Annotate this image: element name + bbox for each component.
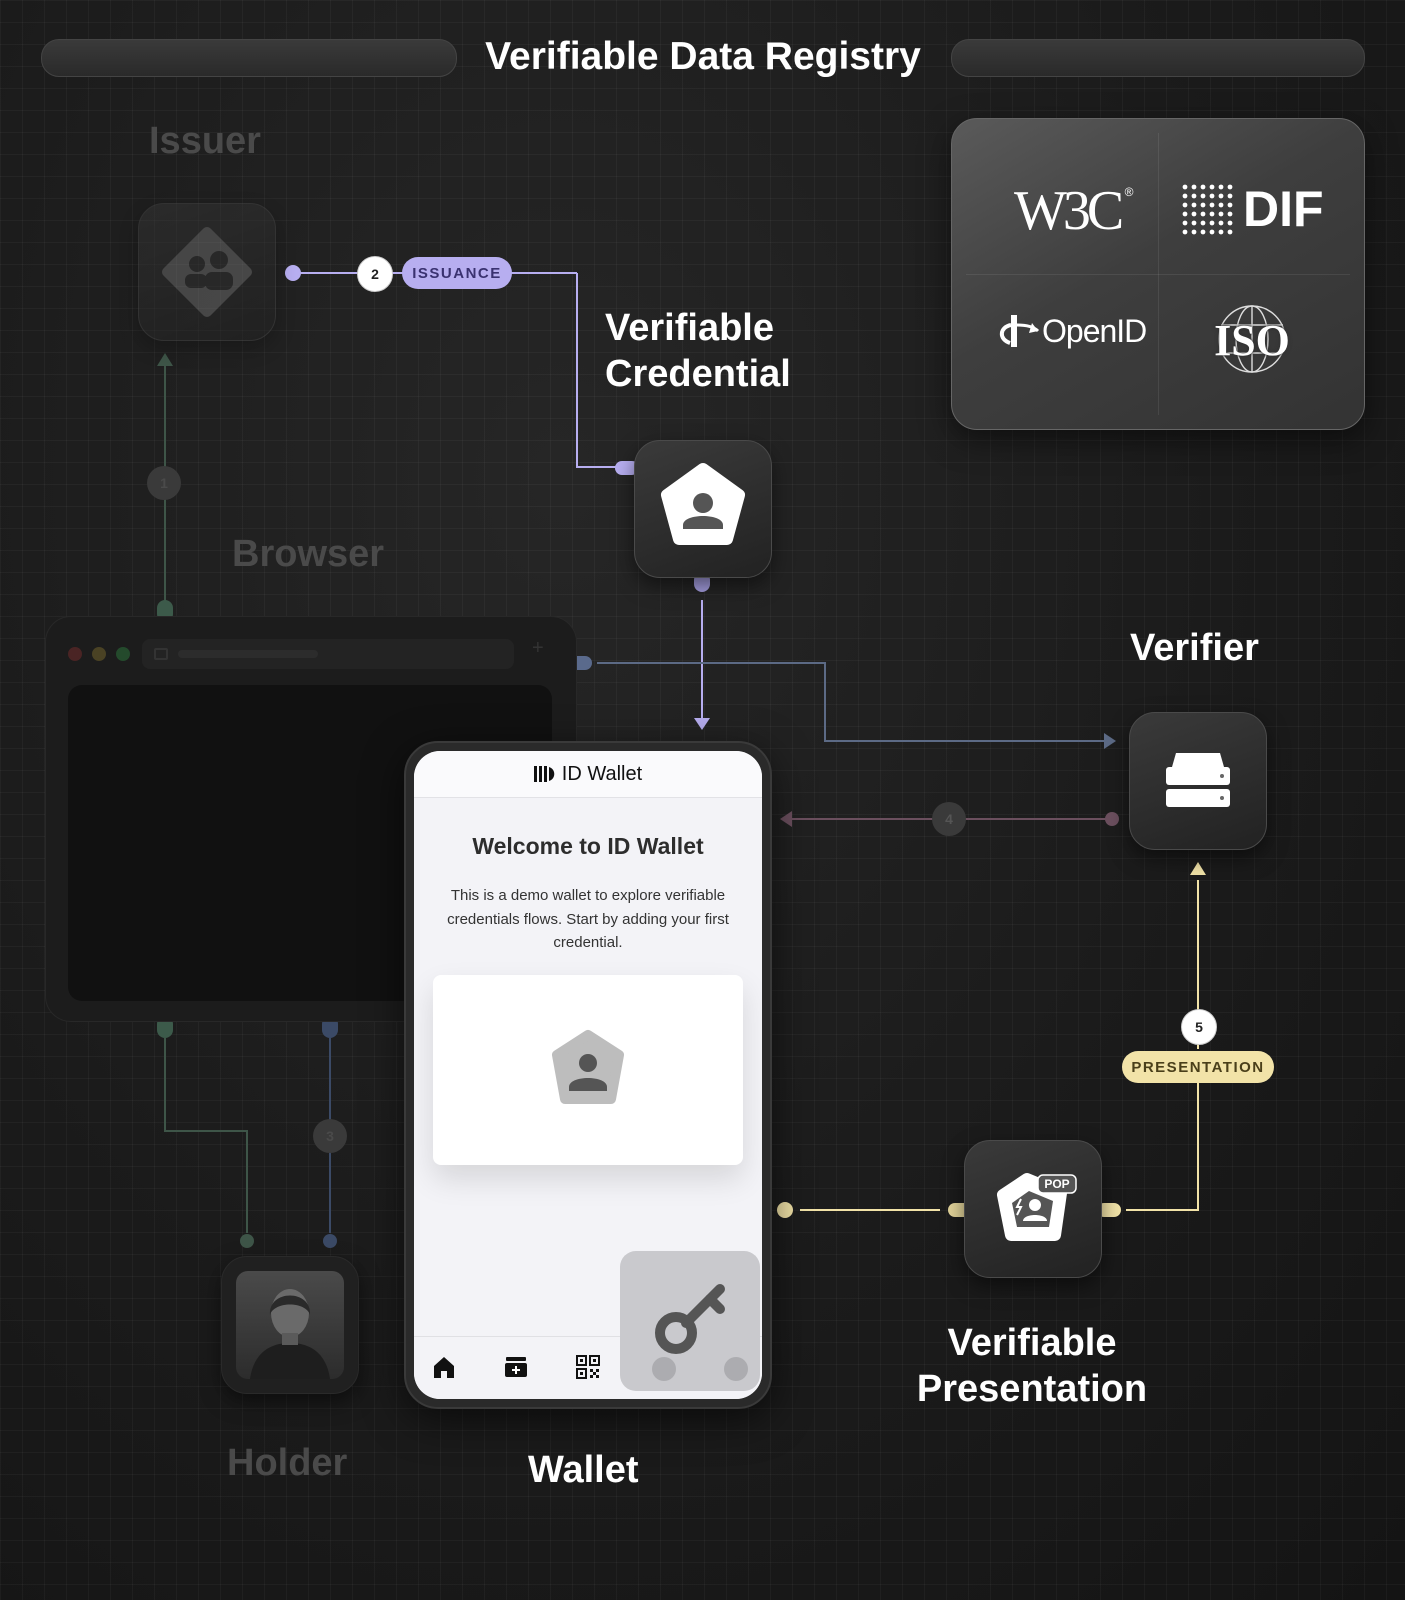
wallet-header: ID Wallet xyxy=(414,751,762,798)
holder-port-left xyxy=(240,1234,254,1248)
wallet-welcome-title: Welcome to ID Wallet xyxy=(472,833,704,859)
wallet-phone: ID Wallet Welcome to ID Wallet This is a… xyxy=(404,741,772,1409)
browser-maximize-dot xyxy=(116,647,130,661)
openid-logo-text: OpenID xyxy=(1042,312,1147,349)
holder-port-right xyxy=(323,1234,337,1248)
key-overlay[interactable] xyxy=(620,1251,760,1391)
browser-address-bar xyxy=(142,639,514,669)
registry-bar-right xyxy=(951,39,1365,77)
dif-dots-icon xyxy=(1182,184,1233,235)
iso-logo-text: ISO xyxy=(1214,316,1290,365)
browser-label: Browser xyxy=(232,533,385,575)
browser-close-dot xyxy=(68,647,82,661)
holder-avatar xyxy=(236,1271,344,1379)
browser-to-issuer-arrow xyxy=(157,353,173,366)
wallet-description-line-1: This is a demo wallet to explore verifia… xyxy=(450,887,726,904)
presentation-pill: PRESENTATION xyxy=(1122,1051,1274,1083)
browser-to-verifier-arrow xyxy=(1104,733,1116,749)
presentation-label-line-1: Verifiable xyxy=(947,1322,1117,1364)
issuer-label: Issuer xyxy=(149,120,261,162)
pop-badge-label: POP xyxy=(1044,1177,1070,1191)
lock-icon xyxy=(154,648,168,660)
presentation-arrow xyxy=(1190,862,1206,875)
credential-badge-icon xyxy=(661,463,745,545)
w3c-logo-text: W3C xyxy=(1014,180,1124,242)
verifier-label: Verifier xyxy=(1130,627,1259,669)
credential-label-line-1: Verifiable xyxy=(605,307,774,349)
wallet-label: Wallet xyxy=(528,1449,639,1491)
add-credential-tab-icon[interactable] xyxy=(502,1353,530,1381)
credential-placeholder-icon xyxy=(552,1030,624,1104)
presentation-node[interactable]: POP xyxy=(964,1140,1102,1278)
home-tab-icon[interactable] xyxy=(430,1353,458,1381)
empty-credential-card[interactable] xyxy=(433,975,743,1165)
issuer-node[interactable] xyxy=(138,203,276,341)
browser-url-placeholder xyxy=(178,650,318,658)
issuance-end-port xyxy=(615,461,639,475)
browser-to-verifier-line xyxy=(597,662,1105,742)
new-tab-icon: + xyxy=(532,637,544,659)
verifier-server-icon xyxy=(1166,753,1230,807)
holder-label: Holder xyxy=(227,1442,348,1484)
presentation-line-lower xyxy=(1126,1083,1199,1211)
credential-node[interactable] xyxy=(634,440,772,578)
credential-label: Verifiable Credential xyxy=(605,305,791,397)
presentation-label-line-2: Presentation xyxy=(916,1368,1148,1410)
presentation-step-badge: 5 xyxy=(1181,1009,1217,1045)
holder-step-badge: 3 xyxy=(313,1119,347,1153)
qr-scan-tab-icon[interactable] xyxy=(574,1353,602,1381)
issuance-line-vertical xyxy=(576,273,620,468)
pop-out-port xyxy=(1097,1203,1121,1217)
browser-to-holder-line-left xyxy=(164,1038,248,1233)
wallet-logo-icon xyxy=(533,766,555,782)
issuer-group-icon xyxy=(162,227,252,317)
verifier-node[interactable] xyxy=(1129,712,1267,850)
w3c-logo: W3C ® xyxy=(1014,179,1134,243)
wallet-description-line-3: credential. xyxy=(553,934,623,951)
browser-minimize-dot xyxy=(92,647,106,661)
wallet-description-line-2: credentials flows. Start by adding your … xyxy=(447,910,729,928)
presentation-start-dot xyxy=(777,1202,793,1218)
iso-globe-icon xyxy=(1218,305,1286,373)
openid-icon xyxy=(999,315,1040,347)
holder-node[interactable] xyxy=(221,1256,359,1394)
dif-logo-text: DIF xyxy=(1243,181,1324,237)
credential-label-line-2: Credential xyxy=(605,353,791,395)
issuance-step-badge: 2 xyxy=(357,256,393,292)
credential-to-wallet-arrow xyxy=(694,718,710,730)
verifier-to-wallet-arrow xyxy=(780,811,792,827)
wallet-screen: ID Wallet Welcome to ID Wallet This is a… xyxy=(414,751,762,1399)
verifier-step-badge: 4 xyxy=(932,802,966,836)
presentation-pop-icon xyxy=(997,1173,1077,1241)
wallet-description: This is a demo wallet to explore verifia… xyxy=(426,884,750,955)
registry-bar-left xyxy=(41,39,457,77)
w3c-registered-mark: ® xyxy=(1124,185,1134,199)
openid-logo: OpenID xyxy=(996,309,1147,353)
wallet-app-name: ID Wallet xyxy=(561,762,643,785)
issuance-pill: ISSUANCE xyxy=(402,257,512,289)
holder-portrait-icon xyxy=(250,1289,330,1379)
registry-title: Verifiable Data Registry xyxy=(485,35,921,78)
key-icon xyxy=(652,1284,748,1381)
standards-panel: W3C ® DIF OpenID xyxy=(951,118,1365,430)
verifier-to-wallet-dot xyxy=(1105,812,1119,826)
issuance-start-dot xyxy=(285,265,301,281)
issuer-step-badge: 1 xyxy=(147,466,181,500)
presentation-label: Verifiable Presentation xyxy=(900,1320,1164,1412)
iso-logo: ISO xyxy=(1207,303,1297,375)
dif-logo: DIF xyxy=(1179,179,1324,239)
